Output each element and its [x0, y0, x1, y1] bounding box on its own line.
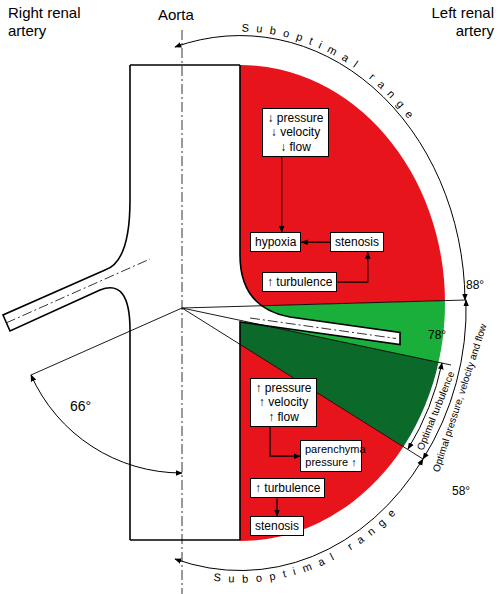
aorta-top [130, 64, 240, 66]
arrow-connector [281, 157, 282, 232]
right-renal-axis [6, 259, 150, 323]
process-box: ↑ pressure ↑ velocity ↑ flow [250, 378, 317, 427]
suboptimal-arc [175, 36, 465, 300]
angle-line-78 [182, 308, 451, 365]
angle-line-66 [31, 308, 182, 375]
box-text: ↑ pressure ↑ velocity ↑ flow [255, 381, 312, 424]
right-renal-lumen [3, 190, 130, 331]
box-text: ↑ turbulence [255, 481, 320, 495]
process-box: stenosis [250, 516, 304, 536]
angle-line-58 [182, 308, 423, 459]
process-box: ↓ pressure ↓ velocity ↓ flow [262, 108, 329, 157]
box-text: ↓ pressure ↓ velocity ↓ flow [267, 111, 324, 154]
aorta-lumen [130, 65, 240, 540]
box-text: ↑ turbulence [267, 275, 332, 289]
angle-arc-66 [31, 375, 182, 473]
angle-value: 78° [428, 328, 446, 342]
arrow-connector [270, 427, 300, 456]
arrow-connector [276, 498, 277, 516]
arrow-connector [337, 252, 367, 282]
angle-sectors [240, 30, 500, 594]
aorta-axis [182, 30, 183, 594]
angle-value: 58° [452, 484, 470, 498]
angle-value: 66° [70, 398, 91, 415]
box-text: stenosis [335, 235, 379, 249]
aorta-left-wall [3, 65, 130, 540]
artery-name: Left renal artery [431, 4, 494, 40]
box-text: stenosis [255, 519, 299, 533]
box-text: parenchyma pressure ↑ [305, 443, 357, 469]
process-box: parenchyma pressure ↑ [300, 440, 362, 472]
process-box: ↑ turbulence [262, 272, 337, 292]
left-renal-axis [250, 318, 396, 339]
angle-line-88 [182, 300, 466, 308]
aorta-bottom [130, 539, 240, 541]
artery-name: Aorta [158, 6, 194, 24]
range-label: Suboptimal range [213, 502, 402, 585]
angle-value: 88° [466, 278, 484, 292]
process-box: stenosis [330, 232, 384, 252]
process-box: hypoxia [250, 232, 301, 252]
left-renal-lumen [240, 255, 400, 345]
artery-name: Right renal artery [8, 4, 81, 40]
process-box: ↑ turbulence [250, 478, 325, 498]
arrow-connector [301, 242, 330, 243]
box-text: hypoxia [255, 235, 296, 249]
